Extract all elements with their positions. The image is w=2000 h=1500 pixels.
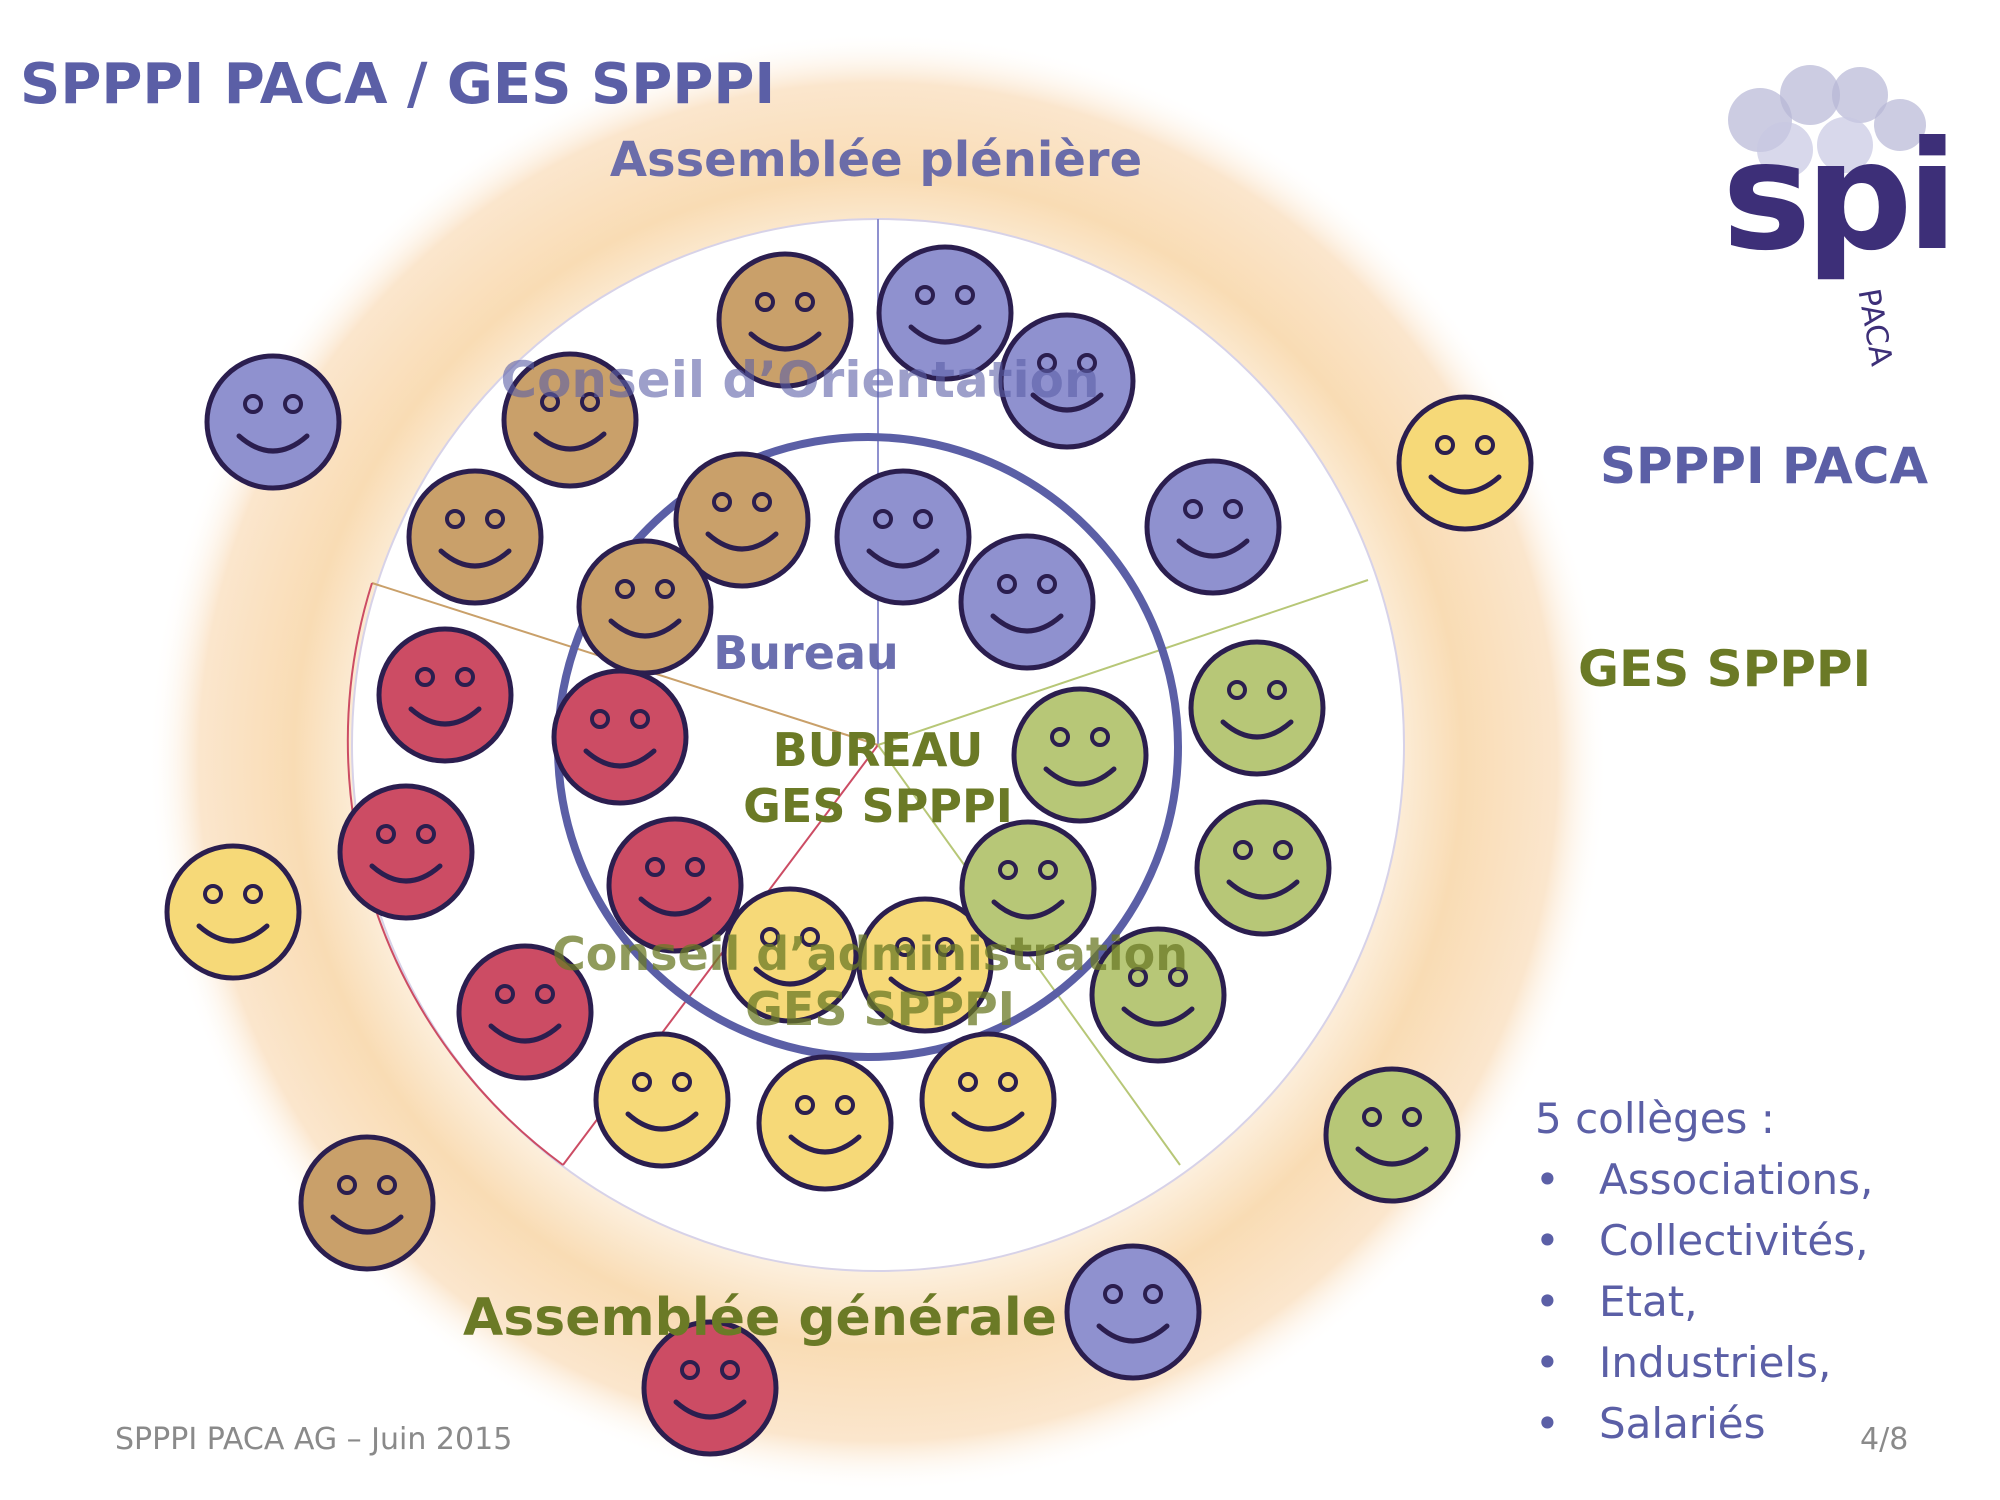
legend-ges-spppi: GES SPPPI	[1578, 640, 1872, 698]
page-number: 4/8	[1860, 1422, 1909, 1457]
smiley-face-icon	[409, 471, 541, 603]
college-item: • Industriels,	[1535, 1332, 1873, 1393]
bureau-ges-label: BUREAU	[773, 723, 984, 777]
colleges-heading: 5 collèges :	[1535, 1094, 1775, 1143]
smiley-face-icon	[1326, 1069, 1458, 1201]
colleges-items: • Associations, • Collectivités, • Etat, • Indu…	[1535, 1149, 1873, 1454]
smiley-face-icon	[301, 1137, 433, 1269]
smiley-face-icon	[1191, 642, 1323, 774]
bullet-icon: •	[1535, 1338, 1560, 1387]
college-item: • Associations,	[1535, 1149, 1873, 1210]
smiley-face-icon	[1014, 689, 1146, 821]
smiley-face-icon	[1399, 397, 1531, 529]
smiley-face-icon	[167, 846, 299, 978]
bullet-icon: •	[1535, 1277, 1560, 1326]
legend-spppi-paca: SPPPI PACA	[1600, 437, 1929, 495]
smiley-face-icon	[579, 541, 711, 673]
smiley-face-icon	[554, 671, 686, 803]
college-item: • Collectivités,	[1535, 1210, 1873, 1271]
spi-logo-icon: spi PACA	[1700, 50, 1970, 369]
smiley-face-icon	[596, 1034, 728, 1166]
sector-divider	[877, 579, 1369, 746]
college-label: Collectivités,	[1599, 1216, 1869, 1265]
college-label: Etat,	[1599, 1277, 1698, 1326]
bureau-ges-label: GES SPPPI	[743, 779, 1013, 833]
assemblee-generale-label: Assemblée générale	[463, 1288, 1057, 1348]
colleges-list: 5 collèges : • Associations, • Collectivité…	[1535, 1088, 1873, 1454]
smiley-face-icon	[837, 471, 969, 603]
bullet-icon: •	[1535, 1216, 1560, 1265]
smiley-face-icon	[340, 786, 472, 918]
smiley-face-icon	[922, 1034, 1054, 1166]
bullet-icon: •	[1535, 1399, 1560, 1448]
college-label: Industriels,	[1599, 1338, 1832, 1387]
smiley-face-icon	[1197, 802, 1329, 934]
bullet-icon: •	[1535, 1155, 1560, 1204]
assemblee-pleniere-label: Assemblée plénière	[610, 132, 1142, 188]
smiley-face-icon	[379, 629, 511, 761]
conseil-administration-label: Conseil d’administration	[552, 927, 1188, 981]
bureau-label: Bureau	[713, 626, 898, 680]
smiley-face-icon	[961, 536, 1093, 668]
college-item: • Salariés	[1535, 1393, 1873, 1454]
page-title: SPPPI PACA / GES SPPPI	[20, 52, 776, 117]
conseil-administration-label: GES SPPPI	[745, 982, 1015, 1036]
college-label: Associations,	[1599, 1155, 1874, 1204]
conseil-orientation-label: Conseil d’Orientation	[500, 351, 1099, 409]
college-item: • Etat,	[1535, 1271, 1873, 1332]
smiley-face-icon	[1147, 461, 1279, 593]
footer-text: SPPPI PACA AG – Juin 2015	[115, 1422, 513, 1457]
smiley-face-icon	[759, 1057, 891, 1189]
smiley-face-icon	[1067, 1246, 1199, 1378]
spi-logo-text: spi	[1722, 110, 1958, 284]
smiley-face-icon	[207, 356, 339, 488]
college-label: Salariés	[1599, 1399, 1766, 1448]
